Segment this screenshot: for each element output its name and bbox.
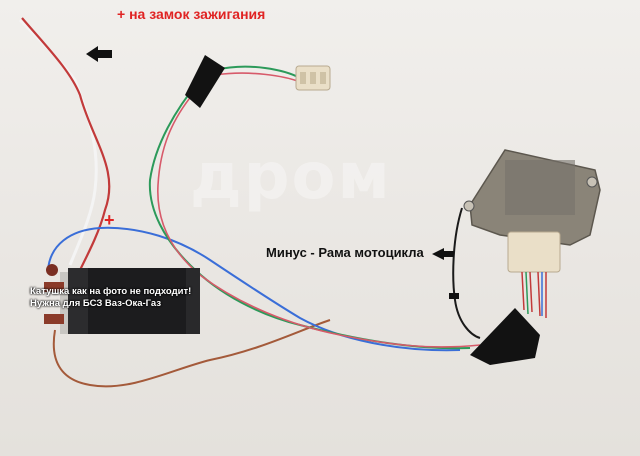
coil-note-line-2: Нужна для БСЗ Ваз-Ока-Газ (30, 298, 162, 309)
watermark: дром (190, 140, 392, 214)
arrow-left-icon (432, 248, 454, 260)
plus-mark: + (104, 210, 115, 230)
minus-label: Минус - Рама мотоцикла (266, 245, 424, 260)
coil-note-line-1: Катушка как на фото не подходит! (30, 286, 192, 297)
ignition-label: + на замок зажигания (117, 6, 266, 22)
arrow-left-icon (86, 46, 112, 62)
coil-note: Катушка как на фото не подходит! Нужна д… (30, 286, 191, 310)
